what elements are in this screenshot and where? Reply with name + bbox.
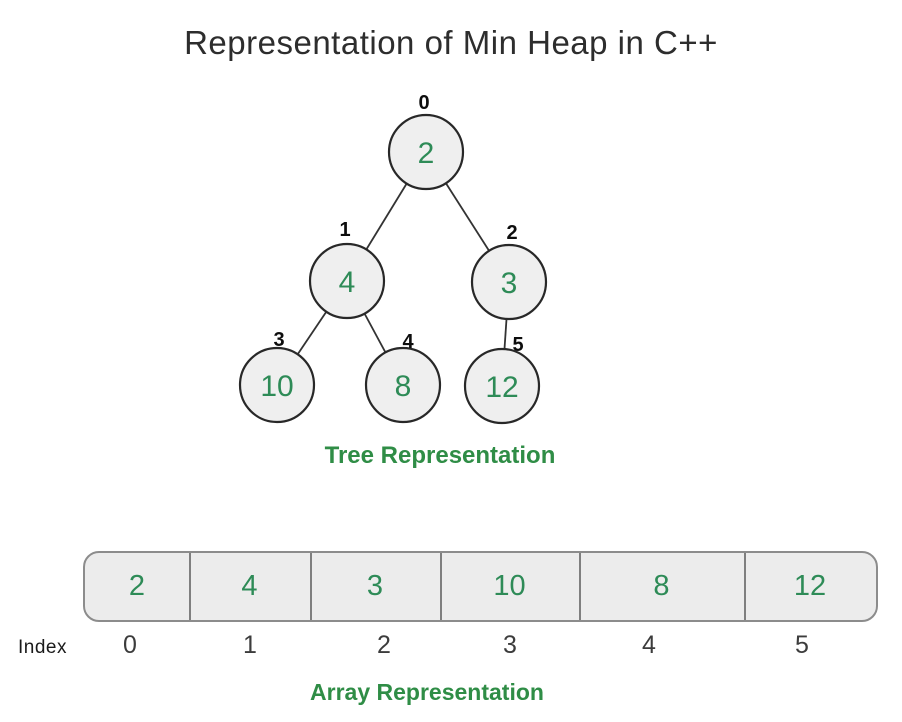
tree-node-index-0: 0 — [418, 92, 429, 114]
page-title: Representation of Min Heap in C++ — [184, 24, 718, 61]
tree-node-circle-4 — [364, 346, 442, 424]
array-index-2: 2 — [377, 631, 391, 659]
array-cell-value-1: 4 — [241, 570, 258, 602]
array-cell-divider — [440, 553, 442, 620]
tree-node-value-0: 2 — [418, 137, 435, 170]
array-representation-heading: Array Representation — [310, 679, 544, 705]
tree-node-index-4: 4 — [402, 331, 414, 353]
tree-node-index-5: 5 — [512, 334, 523, 356]
array-cell-value-0: 2 — [128, 570, 146, 602]
tree-node-value-3: 10 — [260, 370, 293, 403]
array-index-5: 5 — [795, 631, 809, 659]
tree-node-circle-5 — [463, 347, 541, 425]
array-cell-divider — [189, 553, 191, 620]
array-cell-value-5: 12 — [793, 570, 827, 602]
array-cell-value-2: 3 — [366, 570, 384, 602]
tree-node-circle-3 — [238, 346, 316, 424]
tree-node-circle-1 — [308, 242, 386, 320]
array-cell-value-4: 8 — [653, 570, 670, 602]
array-cell-divider — [744, 553, 746, 620]
tree-representation-heading: Tree Representation — [324, 442, 556, 469]
array-cell-divider — [310, 553, 312, 620]
tree-node-index-3: 3 — [273, 329, 284, 351]
tree-node-index-1: 1 — [339, 219, 350, 241]
array-cell-value-3: 10 — [493, 570, 526, 602]
array-index-3: 3 — [503, 631, 517, 659]
tree-node-circle-0 — [387, 113, 465, 191]
array-index-1: 1 — [243, 631, 257, 659]
array-representation-box: 2 4 3 10 8 12 — [83, 551, 878, 622]
tree-node-value-1: 4 — [339, 266, 356, 299]
tree-node-value-4: 8 — [395, 370, 412, 403]
array-cell-divider — [579, 553, 581, 620]
tree-node-index-2: 2 — [506, 222, 517, 244]
tree-node-value-2: 3 — [501, 267, 518, 300]
tree-node-circle-2 — [470, 243, 548, 321]
tree-node-value-5: 12 — [485, 371, 518, 404]
array-index-0: 0 — [123, 631, 137, 659]
array-index-4: 4 — [642, 631, 656, 659]
array-index-caption: Index — [18, 637, 67, 658]
